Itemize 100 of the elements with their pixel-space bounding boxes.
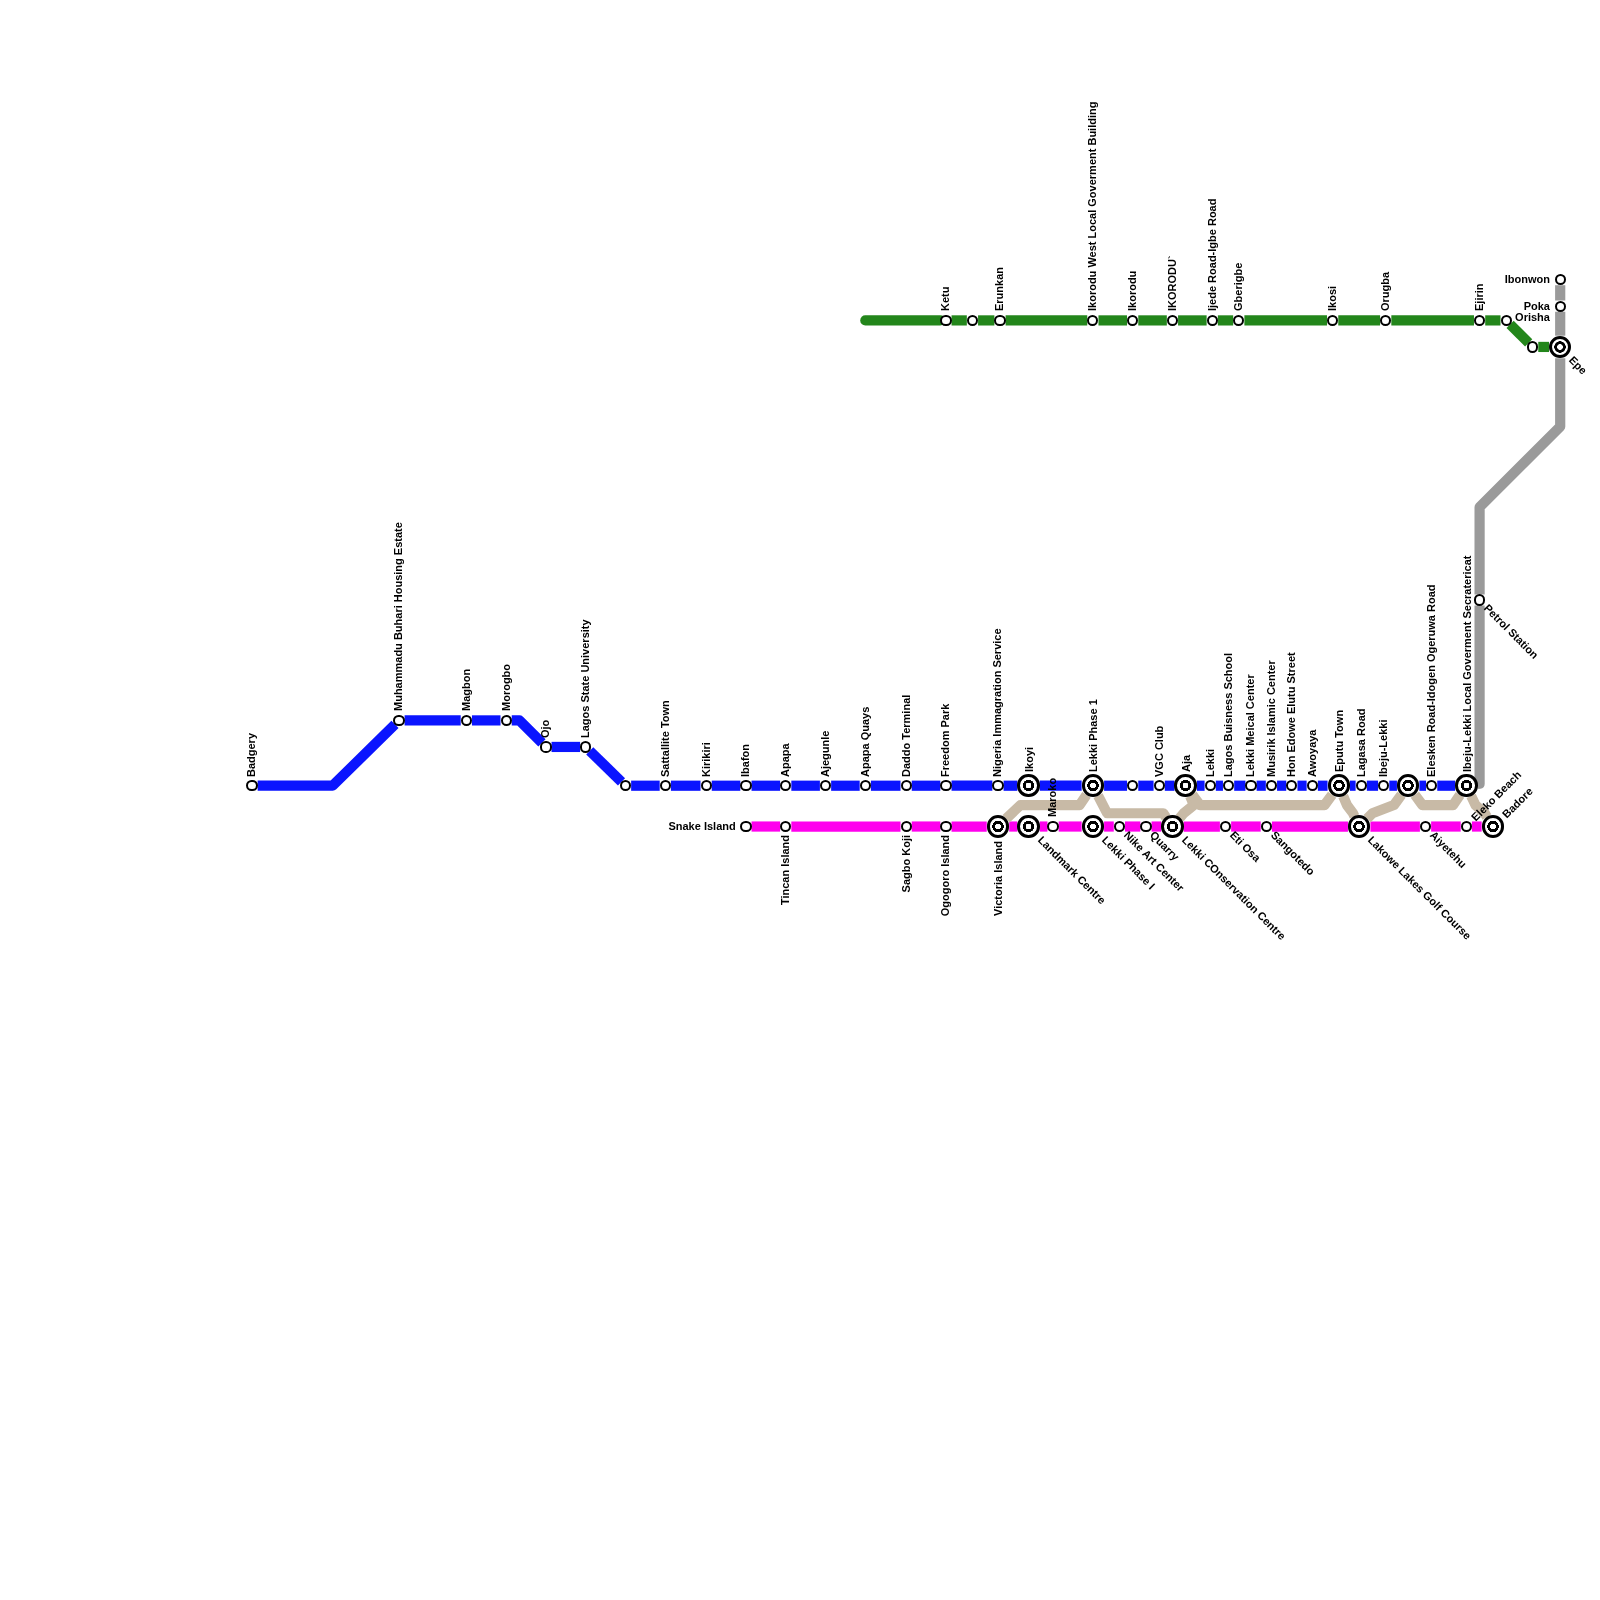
station-label: Victoria Island bbox=[992, 841, 1005, 917]
rail-line bbox=[1039, 780, 1082, 791]
station-label: Maroko bbox=[1046, 778, 1059, 818]
station-label: Ajegunle bbox=[818, 730, 831, 777]
rail-line bbox=[1217, 315, 1234, 326]
rail-line bbox=[1003, 780, 1018, 791]
rail-line bbox=[1419, 780, 1426, 791]
rail-line bbox=[1366, 780, 1379, 791]
rail-line bbox=[751, 780, 781, 791]
rail-line bbox=[1297, 780, 1307, 791]
rail-line bbox=[1431, 821, 1461, 832]
rail-line bbox=[1506, 320, 1533, 347]
station-label: Hon Edowe Elutu Street bbox=[1285, 651, 1298, 777]
rail-line bbox=[1196, 780, 1205, 791]
rail-line bbox=[1125, 821, 1141, 832]
rail-line bbox=[1485, 315, 1501, 326]
station-label: Epe bbox=[1567, 353, 1590, 377]
rail-line bbox=[1338, 315, 1381, 326]
rail-line bbox=[1277, 780, 1287, 791]
rail-line bbox=[1271, 821, 1348, 832]
station-label: Awoyaya bbox=[1305, 729, 1318, 777]
station-label: Tincan Island bbox=[779, 834, 792, 905]
rail-line bbox=[978, 315, 995, 326]
rail-line bbox=[1555, 285, 1566, 301]
rail-line bbox=[1138, 780, 1154, 791]
station-label: Ikorodu bbox=[1126, 270, 1139, 312]
rail-line bbox=[1058, 821, 1082, 832]
rail-line bbox=[951, 315, 967, 326]
station-label: Ibeju-Lekki bbox=[1377, 719, 1390, 777]
station-label: Kirikiri bbox=[699, 741, 712, 777]
station-label: Musirik Islamic Center bbox=[1264, 659, 1277, 777]
station-label: Eputu Town bbox=[1333, 709, 1346, 772]
station-label: Freedom Park bbox=[939, 703, 952, 777]
rail-line bbox=[1002, 792, 1091, 823]
station-label: Ibonwon bbox=[1504, 272, 1550, 285]
rail-line bbox=[1370, 821, 1420, 832]
rail-line bbox=[586, 747, 626, 786]
rail-line bbox=[711, 780, 741, 791]
rail-line bbox=[1175, 794, 1199, 822]
station-label: Nigeria Immagration Service bbox=[991, 627, 1004, 777]
station-label: Sattallite Town bbox=[658, 699, 671, 777]
station-label: Ibafon bbox=[739, 743, 752, 777]
station-label: Erunkan bbox=[993, 267, 1006, 312]
rail-line bbox=[1256, 780, 1266, 791]
rail-line bbox=[1098, 315, 1128, 326]
station-marker bbox=[619, 780, 632, 792]
rail-line bbox=[631, 780, 660, 791]
rail-line bbox=[1151, 821, 1162, 832]
station-label: Lekki Phase 1 bbox=[1087, 699, 1100, 772]
rail-line bbox=[1410, 791, 1465, 811]
station-label: Morogbo bbox=[499, 664, 512, 712]
rail-line bbox=[471, 715, 501, 726]
rail-line bbox=[511, 715, 546, 747]
station-label: Lagasa Road bbox=[1354, 708, 1367, 777]
rail-line bbox=[1474, 358, 1566, 595]
station-label: Ijede Road-Igbe Road bbox=[1205, 198, 1218, 312]
rail-line bbox=[1215, 780, 1223, 791]
station-marker bbox=[966, 314, 979, 326]
rail-line bbox=[911, 821, 941, 832]
station-label: Ejirin bbox=[1472, 283, 1485, 312]
rail-line bbox=[1317, 780, 1328, 791]
station-label: Daddo Terminal bbox=[899, 694, 912, 777]
station-label: Apapa Quays bbox=[858, 706, 871, 777]
rail-line bbox=[1164, 780, 1175, 791]
station-label: Ogogoro Island bbox=[939, 834, 952, 916]
rail-line bbox=[951, 780, 993, 791]
rail-line bbox=[404, 715, 461, 726]
station-label: Ikoyi bbox=[1022, 746, 1035, 772]
rail-line bbox=[1231, 821, 1261, 832]
rail-line bbox=[951, 821, 987, 832]
rail-line bbox=[1391, 315, 1474, 326]
station-label: IKORODU` bbox=[1165, 255, 1178, 312]
rail-line bbox=[1466, 793, 1492, 820]
station-label: Elesken Road-Idogen Ogeruwa Road bbox=[1425, 583, 1437, 777]
rail-line bbox=[1039, 821, 1048, 832]
rail-line bbox=[1178, 315, 1207, 326]
rail-line bbox=[1005, 315, 1088, 326]
station-label: Badgery bbox=[245, 732, 258, 777]
station-label: Ikorodu West Local Goverment Building bbox=[1086, 101, 1099, 312]
rail-line bbox=[791, 821, 901, 832]
rail-line bbox=[1104, 821, 1114, 832]
interchange-station-marker bbox=[1396, 774, 1420, 797]
station-label: Lagos Buisness School bbox=[1221, 652, 1234, 777]
station-marker bbox=[1127, 780, 1139, 792]
station-label: Ojo bbox=[539, 719, 552, 738]
rail-line bbox=[1104, 780, 1128, 791]
station-label: Muhammadu Buhari Housing Estate bbox=[392, 522, 405, 712]
station-label: Lagos State University bbox=[579, 619, 592, 738]
station-label: Ketu bbox=[939, 286, 952, 312]
rail-line bbox=[1350, 780, 1356, 791]
rail-line bbox=[1363, 791, 1406, 823]
rail-line bbox=[751, 821, 781, 832]
station-marker bbox=[1527, 341, 1539, 353]
rail-line bbox=[911, 780, 941, 791]
rail-line bbox=[1437, 780, 1456, 791]
rail-line bbox=[1538, 341, 1549, 353]
rail-line bbox=[551, 741, 581, 753]
rail-line bbox=[1183, 821, 1220, 832]
station-label: Aja bbox=[1180, 754, 1193, 772]
rail-line bbox=[1555, 311, 1566, 336]
